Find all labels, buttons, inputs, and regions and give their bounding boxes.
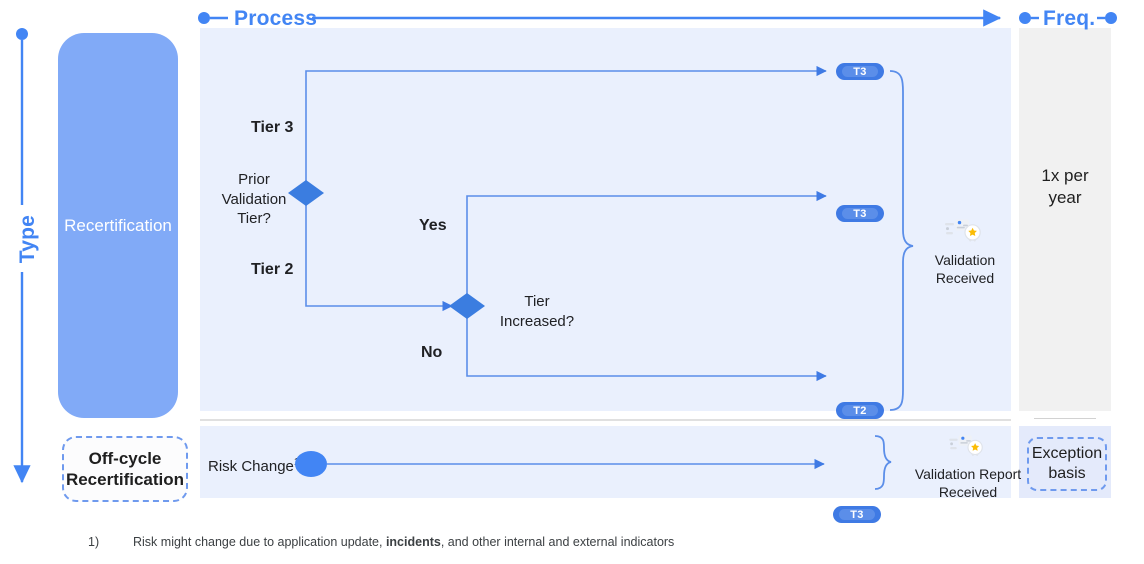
risk-change-label-text: Risk Change [208, 458, 294, 475]
footnote-text-part1: Risk might change due to application upd… [133, 535, 386, 549]
process-main-panel [200, 28, 1011, 411]
type-block-offcycle-label: Off-cycle Recertification [66, 448, 184, 491]
tier-badge-top-inner [842, 66, 878, 77]
footnote-text-bold: incidents [385, 535, 441, 549]
tier-badge-top[interactable]: T3 [836, 63, 884, 80]
prior-validation-tier-line2: Validation [221, 190, 287, 208]
branch-label-tier2: Tier 2 [251, 261, 294, 278]
tier-badge-middle-inner [842, 208, 878, 219]
process-offcycle-panel [200, 426, 1011, 498]
tier-increased-label: Tier Increased? [482, 292, 592, 331]
branch-label-yes: Yes [419, 217, 447, 234]
outcome-validation-received-line2: Received [935, 270, 995, 287]
prior-validation-tier-line1: Prior [238, 171, 270, 188]
outcome-validation-report-received: Validation Report Received [893, 432, 1043, 501]
frequency-offcycle-value-text: Exception basis [1032, 444, 1102, 484]
type-block-offcycle-recertification[interactable]: Off-cycle Recertification [62, 436, 188, 502]
frequency-offcycle-line2: basis [1048, 465, 1086, 482]
panel-divider [200, 419, 1011, 421]
tier-badge-middle-label: T3 [853, 207, 867, 220]
type-block-recertification[interactable]: Recertification [58, 33, 178, 418]
outcome-validation-received: Validation Received [905, 216, 1025, 287]
tier-badge-top-label: T3 [853, 65, 867, 78]
frequency-offcycle-line1: Exception [1031, 445, 1103, 462]
award-badge-icon [945, 219, 981, 242]
tier-badge-bottom-inner [842, 405, 878, 416]
tier-badge-middle[interactable]: T3 [836, 205, 884, 222]
risk-change-label: Risk Change1 [208, 456, 299, 477]
footnote-text-part2: , and other internal and external indica… [440, 535, 675, 549]
frequency-separator [1034, 418, 1096, 419]
branch-label-tier3: Tier 3 [251, 119, 294, 136]
branch-label-no: No [421, 344, 443, 361]
outcome-validation-report-line1: Validation Report [914, 466, 1022, 482]
type-block-recertification-label: Recertification [64, 215, 172, 235]
prior-validation-tier-label: Prior Validation Tier? [214, 170, 294, 229]
outcome-validation-report-line2: Received [938, 484, 998, 501]
axis-label-freq: Freq. [1043, 7, 1096, 30]
outcome-validation-received-line1: Validation [934, 252, 996, 268]
footnote-number: 1) [88, 535, 100, 549]
axis-label-type: Type [16, 215, 39, 264]
tier-badge-offcycle-label: T3 [850, 508, 864, 521]
tier-badge-bottom-label: T2 [853, 404, 867, 417]
frequency-main-panel [1019, 28, 1111, 411]
risk-change-footnote-marker: 1 [293, 457, 300, 468]
frequency-offcycle-value[interactable]: Exception basis [1027, 437, 1107, 491]
frequency-main-value-line2: year [1048, 188, 1082, 208]
footnote: 1) Risk might change due to application u… [88, 535, 674, 549]
tier-increased-line2: Increased? [499, 312, 575, 330]
award-badge-icon [949, 435, 983, 457]
frequency-main-value-line1: 1x per [1041, 166, 1089, 185]
type-block-offcycle-label-line2: Recertification [65, 470, 185, 489]
process-axis [198, 9, 1002, 27]
tier-increased-line1: Tier [524, 293, 550, 310]
axis-label-process: Process [234, 7, 318, 30]
prior-validation-tier-line3: Tier? [237, 210, 271, 227]
tier-badge-offcycle[interactable]: T3 [833, 506, 881, 523]
tier-badge-bottom[interactable]: T2 [836, 402, 884, 419]
type-block-offcycle-label-line1: Off-cycle [88, 448, 162, 468]
tier-badge-offcycle-inner [839, 509, 875, 520]
frequency-main-value: 1x per year [1019, 165, 1111, 209]
